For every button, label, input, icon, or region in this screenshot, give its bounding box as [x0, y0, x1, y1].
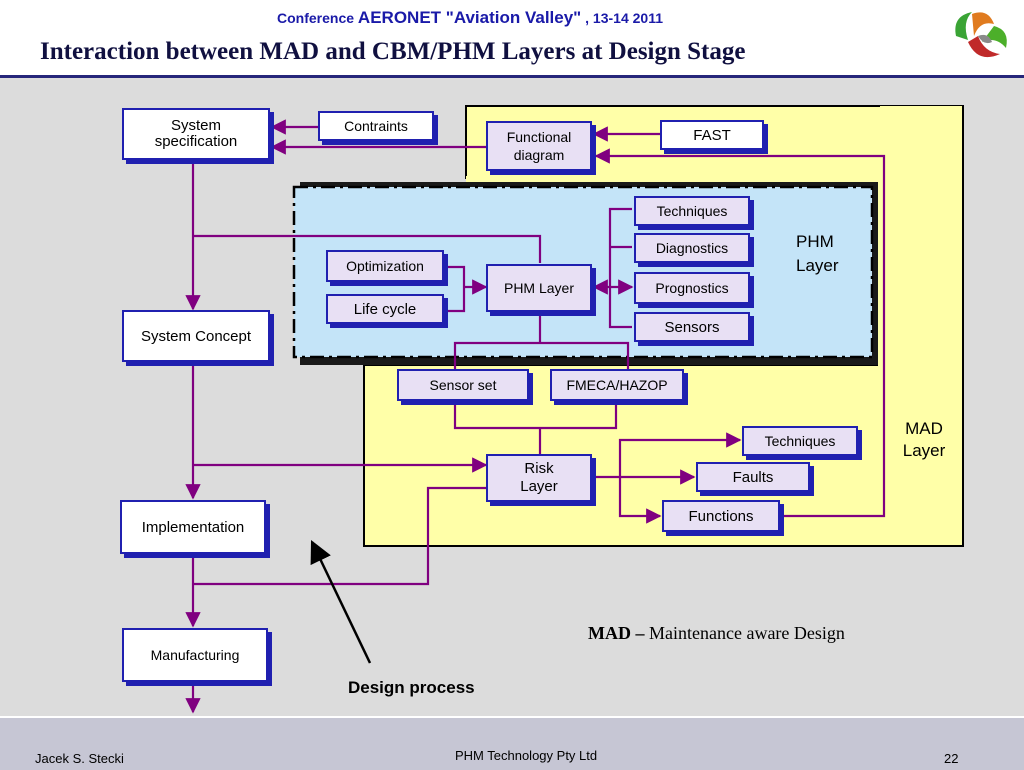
system-concept-box: System Concept	[122, 310, 270, 362]
functional-diagram-box: Functional diagram	[486, 121, 592, 171]
phm-layer-box: PHM Layer	[486, 264, 592, 312]
connector-phm-branch	[453, 341, 630, 370]
risk-layer-box: Risk Layer	[486, 454, 592, 502]
connectors	[185, 119, 886, 714]
conference-prefix: Conference	[277, 10, 355, 26]
system-spec-line1: System	[170, 117, 221, 134]
life-cycle-label: Life cycle	[353, 300, 417, 318]
connector-risk-to-techniques	[618, 432, 742, 477]
design-process-arrow	[310, 539, 372, 664]
functions-label: Functions	[688, 507, 754, 525]
phm-region-label: PHM Layer	[796, 230, 839, 278]
optimization-box: Optimization	[326, 250, 444, 282]
mad-techniques-box: Techniques	[742, 426, 858, 456]
conference-name: AERONET "Aviation Valley"	[357, 8, 582, 27]
prognostics-box: Prognostics	[634, 272, 750, 304]
company-logo-icon	[955, 12, 1007, 58]
fmeca-box: FMECA/HAZOP	[550, 369, 684, 401]
fmeca-label: FMECA/HAZOP	[566, 377, 668, 393]
phm-layer-box-label: PHM Layer	[503, 280, 575, 296]
connector-bracket-vertical	[608, 207, 632, 329]
phm-techniques-label: Techniques	[656, 203, 728, 219]
faults-label: Faults	[732, 468, 774, 486]
functional-diagram-line2: diagram	[513, 147, 565, 163]
connector-risk-branch	[453, 402, 618, 430]
mad-region-label-line1: MAD	[905, 419, 943, 438]
phm-techniques-box: Techniques	[634, 196, 750, 226]
mad-layer-fill-join	[466, 176, 962, 182]
constraints-label: Contraints	[344, 118, 408, 134]
risk-layer-line2: Layer	[520, 478, 558, 495]
header-rule	[0, 75, 1024, 78]
life-cycle-box: Life cycle	[326, 294, 444, 324]
mad-layer-fill-join-2	[878, 176, 962, 367]
footer-company: PHM Technology Pty Ltd	[455, 748, 598, 763]
connector-risk-to-manufacturing	[193, 486, 486, 586]
system-concept-label: System Concept	[140, 327, 252, 345]
diagnostics-label: Diagnostics	[655, 240, 729, 256]
conference-dates: , 13-14 2011	[585, 10, 663, 26]
connector-optimization-to-phm	[446, 265, 466, 287]
optimization-label: Optimization	[346, 258, 424, 274]
functional-diagram-line1: Functional	[506, 129, 572, 145]
constraints-box: Contraints	[318, 111, 434, 141]
phm-region-label-line1: PHM	[796, 232, 834, 251]
implementation-box: Implementation	[120, 500, 266, 554]
mad-definition: MAD – Maintenance aware Design	[588, 623, 845, 644]
sensor-set-label: Sensor set	[429, 377, 497, 393]
system-spec-line2: specification	[154, 133, 238, 150]
prognostics-label: Prognostics	[655, 280, 729, 296]
slide-footer: Jacek S. Stecki PHM Technology Pty Ltd 2…	[0, 716, 1024, 770]
mad-region-label-line2: Layer	[902, 441, 946, 460]
system-specification-box: System specification	[122, 108, 270, 160]
slide-header: Conference AERONET "Aviation Valley" , 1…	[0, 0, 1024, 75]
footer-author: Jacek S. Stecki	[35, 751, 124, 766]
footer-page-number: 22	[944, 751, 959, 766]
sensors-box: Sensors	[634, 312, 750, 342]
sensors-label: Sensors	[664, 318, 720, 336]
slide-title: Interaction between MAD and CBM/PHM Laye…	[40, 38, 746, 65]
fast-label: FAST	[693, 126, 731, 144]
manufacturing-label: Manufacturing	[150, 647, 240, 663]
design-process-label: Design process	[348, 678, 475, 697]
fast-box: FAST	[660, 120, 764, 150]
mad-definition-abbr: MAD –	[588, 623, 645, 643]
connector-risk-to-functions	[618, 477, 662, 524]
conference-line: Conference AERONET "Aviation Valley" , 1…	[0, 8, 940, 28]
connector-functions-to-functional	[594, 148, 886, 518]
sensor-set-box: Sensor set	[397, 369, 529, 401]
mad-techniques-label: Techniques	[764, 433, 836, 449]
diagnostics-box: Diagnostics	[634, 233, 750, 263]
risk-layer-line1: Risk	[524, 460, 554, 477]
phm-region-label-line2: Layer	[796, 256, 839, 275]
mad-definition-text: Maintenance aware Design	[649, 623, 845, 643]
faults-box: Faults	[696, 462, 810, 492]
connector-flow-to-phm	[193, 234, 542, 263]
connector-lifecycle-to-phm	[446, 287, 466, 313]
functions-box: Functions	[662, 500, 780, 532]
mad-region-label: MAD Layer	[896, 418, 952, 462]
manufacturing-box: Manufacturing	[122, 628, 268, 682]
implementation-label: Implementation	[141, 518, 245, 536]
